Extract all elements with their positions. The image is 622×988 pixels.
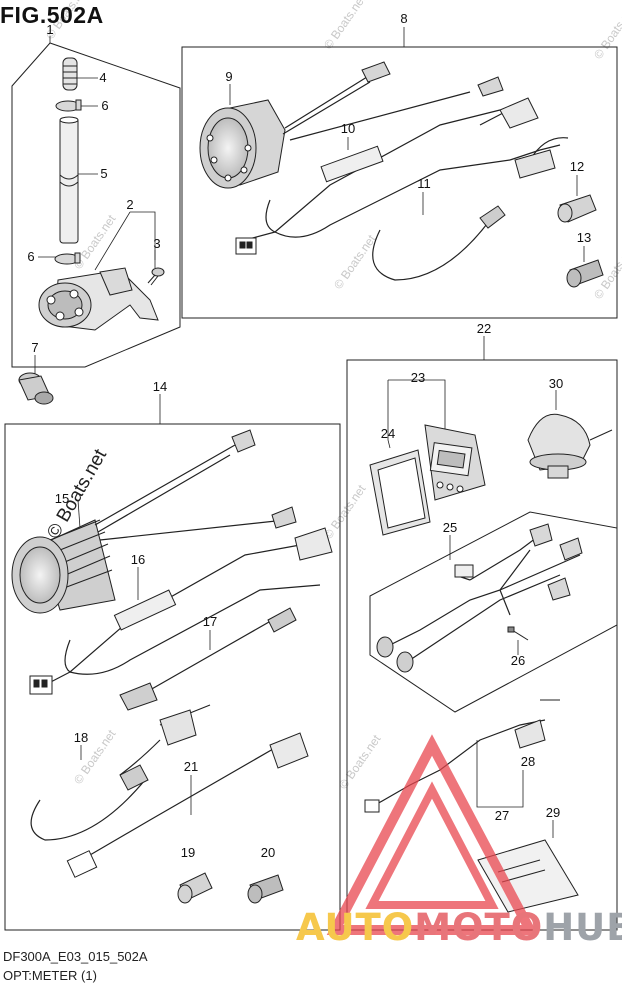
callout-29: 29 <box>546 805 560 820</box>
callout-20: 20 <box>261 845 275 860</box>
watermark-logo-triangle <box>326 734 539 935</box>
group-frame-8 <box>181 46 618 319</box>
callout-30: 30 <box>549 376 563 391</box>
part-10-harness <box>235 61 539 255</box>
leader-lines <box>34 27 585 838</box>
copyright-mark: © Boats.net <box>321 0 369 52</box>
group-frame-25 <box>369 511 618 713</box>
part-12-connector <box>557 194 597 223</box>
part-3-screw <box>147 267 165 286</box>
part-9-gauge <box>199 99 286 189</box>
callout-21: 21 <box>184 759 198 774</box>
part-17-cable <box>119 607 297 711</box>
part-6-clamp-lower <box>54 252 81 265</box>
part-18-cable <box>119 709 197 791</box>
callout-12: 12 <box>570 159 584 174</box>
part-26-terminal <box>507 626 529 641</box>
callout-6-upper: 6 <box>101 98 108 113</box>
callout-4: 4 <box>99 70 106 85</box>
group-frame-22 <box>346 359 618 931</box>
copyright-mark: © Boats.net <box>321 482 369 542</box>
part-29-bag <box>477 839 579 913</box>
part-20-connector <box>247 874 284 904</box>
callout-17: 17 <box>203 614 217 629</box>
callout-6-lower: 6 <box>27 249 34 264</box>
callout-24: 24 <box>381 426 395 441</box>
part-7-fitting <box>18 372 54 405</box>
callout-16: 16 <box>131 552 145 567</box>
callout-10: 10 <box>341 121 355 136</box>
part-15-gauge <box>11 519 116 614</box>
callout-2: 2 <box>126 197 133 212</box>
part-25-harness <box>389 534 581 661</box>
part-30-buzzer <box>527 413 613 479</box>
callout-15: 15 <box>55 491 69 506</box>
callout-5: 5 <box>100 166 107 181</box>
part-5-tube <box>59 116 79 244</box>
part-25-connectors <box>376 523 583 673</box>
callout-23: 23 <box>411 370 425 385</box>
callout-1: 1 <box>46 22 53 37</box>
group-frame-1 <box>11 42 181 368</box>
part-28-fuse <box>364 699 560 813</box>
figure-code: DF300A_E03_015_502A <box>3 949 148 964</box>
part-6-clamp-upper <box>55 99 82 112</box>
watermark-logo-text: AUTOMOTOHUB <box>296 906 622 949</box>
group-8-cables <box>244 71 569 281</box>
callout-26: 26 <box>511 653 525 668</box>
part-27-cable <box>369 719 546 809</box>
copyright-mark: © Boats.net <box>331 232 379 292</box>
callout-8: 8 <box>400 11 407 26</box>
callout-19: 19 <box>181 845 195 860</box>
callout-13: 13 <box>577 230 591 245</box>
callout-18: 18 <box>74 730 88 745</box>
callout-25: 25 <box>443 520 457 535</box>
part-4-grommet <box>62 57 78 91</box>
group-14-cables <box>30 444 321 856</box>
part-24-cover <box>369 449 431 536</box>
part-21-cable <box>66 732 309 878</box>
watermark-hub: HUB <box>543 906 622 949</box>
callout-3: 3 <box>153 236 160 251</box>
part-11-cable <box>479 149 556 229</box>
watermark-auto: AUTO <box>296 906 415 949</box>
part-2-bracket <box>38 267 159 331</box>
callout-7: 7 <box>31 340 38 355</box>
figure-name: OPT:METER (1) <box>3 968 97 983</box>
part-16-harness <box>29 429 333 695</box>
figure-title: FIG.502A <box>0 2 104 28</box>
callout-11: 11 <box>417 176 431 191</box>
callout-labels: 1 2 3 4 5 6 6 7 8 9 10 11 12 13 14 15 16… <box>27 11 591 860</box>
part-23-display <box>424 424 486 501</box>
part-19-connector <box>177 872 213 904</box>
watermark-moto: MOTO <box>414 906 544 949</box>
callout-14: 14 <box>153 379 167 394</box>
copyright-mark: © Boats.net <box>336 732 384 792</box>
callout-9: 9 <box>225 69 232 84</box>
callout-22: 22 <box>477 321 491 336</box>
part-13-connector <box>566 259 604 288</box>
callout-28: 28 <box>521 754 535 769</box>
callout-27: 27 <box>495 808 509 823</box>
